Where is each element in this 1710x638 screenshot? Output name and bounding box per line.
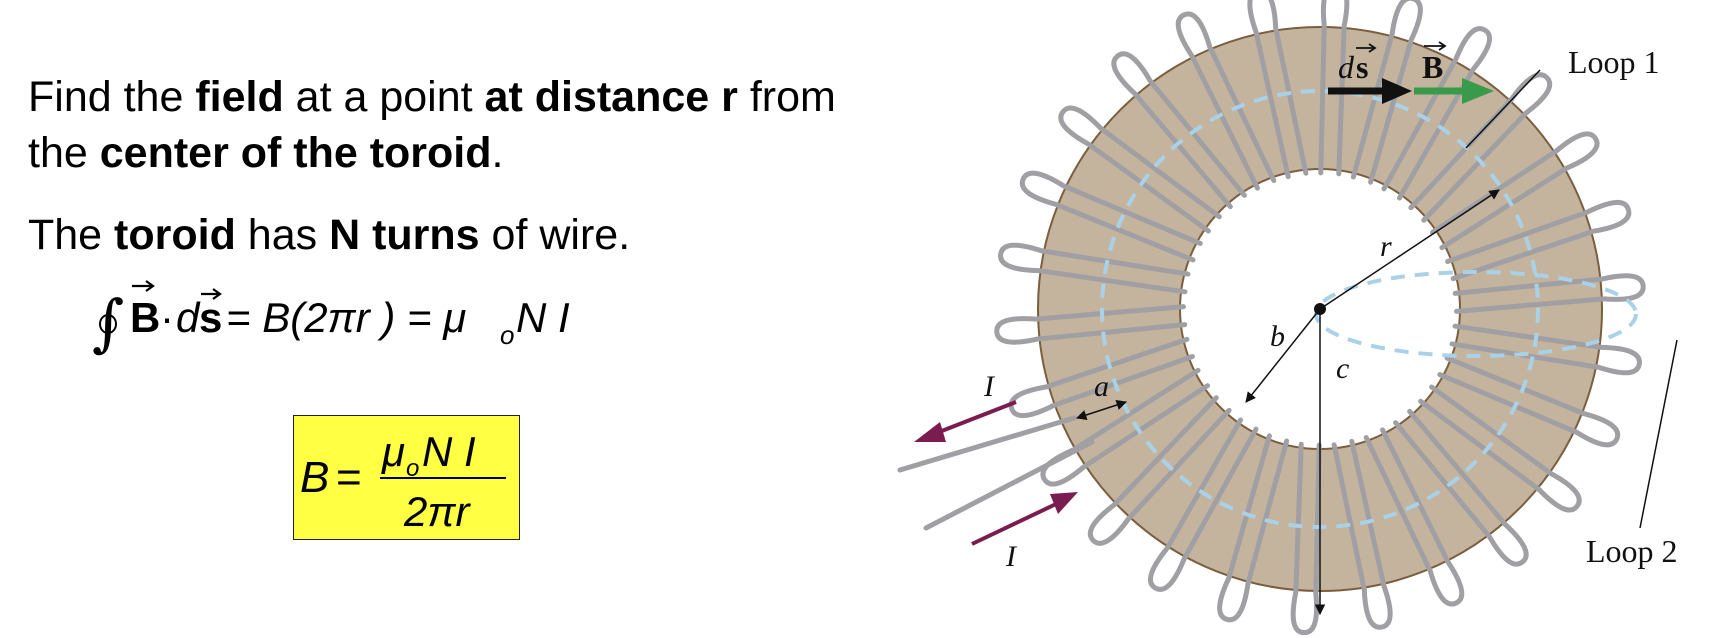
current-in-arrow (971, 502, 1057, 546)
B-arrowhead (1462, 78, 1494, 104)
width-a-line (1076, 399, 1127, 421)
wire-lead-out (897, 415, 1077, 473)
eq-rhs: N I (516, 294, 570, 341)
ds-label-s: s (1356, 49, 1368, 85)
eq-sub-o: o (500, 320, 514, 350)
wire-turn (1363, 427, 1465, 607)
problem-line-2: the center of the toroid. (28, 132, 503, 175)
text-l2c: . (491, 129, 504, 177)
eq-dot: · (160, 294, 174, 341)
radius-b-label: b (1270, 320, 1285, 353)
B-vector-arrow-icon (1424, 41, 1447, 51)
text-l1a: Find the (28, 73, 196, 121)
ans-mu: μ (381, 428, 405, 475)
wire-turn (1445, 199, 1632, 282)
eq-vector-s: s (199, 294, 222, 341)
wire-turn (1429, 131, 1600, 251)
wire-turn (1008, 336, 1195, 419)
current-in-label: I (1005, 540, 1018, 573)
ans-sub-o: o (406, 455, 419, 482)
wire-turn (1418, 384, 1582, 513)
ds-arrowhead (1382, 78, 1412, 104)
wire-turn (1019, 170, 1203, 263)
wire-turn (1111, 51, 1247, 210)
text-l2b: center of the toroid (99, 129, 492, 177)
text-l3b: toroid (114, 211, 236, 259)
loop2-label: Loop 2 (1586, 533, 1678, 569)
wire-lead-in (923, 439, 1095, 531)
loop1-leader (1465, 69, 1541, 149)
wire-turn (1318, 0, 1350, 177)
wire-turn (1087, 395, 1232, 546)
current-out-label: I (983, 370, 996, 403)
wire-turn (1452, 273, 1646, 314)
current-in-arrowhead (1050, 492, 1078, 514)
radius-b-line (1245, 308, 1321, 403)
wire-turn (1393, 408, 1529, 567)
text-l3c: has (235, 211, 330, 259)
text-l1b: field (195, 73, 284, 121)
ds-vector-arrow-icon (1356, 43, 1377, 53)
toroid-windings (994, 0, 1646, 636)
ans-den: 2πr (403, 488, 471, 535)
eq-middle: = B(2πr ) = μ (226, 294, 466, 341)
wire-turn (1147, 417, 1259, 592)
ans-NI: N I (422, 428, 476, 475)
loop1-label: Loop 1 (1568, 44, 1660, 80)
text-l3a: The (28, 211, 115, 259)
contour-circle-mark (99, 314, 117, 334)
wire-turn (1408, 72, 1553, 223)
radius-c-label: c (1336, 352, 1349, 385)
toroid-diagram: Loop 1 Loop 2 d s B r b c a I I (897, 0, 1678, 636)
wire-turn (994, 304, 1188, 345)
radius-r-label: r (1380, 230, 1392, 263)
wire-turn (1247, 0, 1309, 180)
answer-formula: B = μ o N I 2πr (300, 428, 506, 535)
wire-turn (998, 242, 1191, 295)
wire-turn (1331, 438, 1393, 630)
text-l2a: the (28, 129, 100, 177)
wire-turn (1058, 105, 1222, 234)
wire-turn (1217, 433, 1290, 623)
contour-integral-icon: ∫ (92, 286, 124, 359)
text-l1d: at distance r (484, 73, 738, 121)
width-a-label: a (1094, 370, 1109, 403)
radius-r-line (1319, 189, 1500, 310)
wire-turn (1449, 323, 1642, 376)
current-out-arrow (933, 400, 1017, 436)
wire-turn (1437, 355, 1621, 448)
wire-turn (1175, 11, 1277, 191)
text-l1e: from (737, 73, 836, 121)
amperes-law-equation: ∫ B · d s = B(2πr ) = μ o N I (92, 280, 570, 359)
ans-eq: = (336, 453, 362, 502)
answer-box: B = μ o N I 2πr (293, 415, 520, 540)
text-l1c: at a point (283, 73, 485, 121)
problem-line-1: Find the field at a point at distance r … (28, 76, 836, 119)
wire-turn (1381, 26, 1493, 201)
ds-label-d: d (1338, 49, 1355, 85)
text-l3d: N turns (329, 211, 480, 259)
current-out-arrowhead (914, 422, 946, 442)
text-l3e: of wire. (479, 211, 631, 259)
wire-turn (1350, 0, 1423, 185)
loop2-leader (1639, 339, 1678, 529)
ans-B: B (300, 453, 329, 502)
eq-s-arrow-icon (201, 288, 222, 300)
eq-vector-B: B (130, 294, 160, 341)
eq-d: d (176, 294, 201, 341)
B-label: B (1422, 49, 1443, 85)
eq-B-arrow-icon (132, 280, 155, 292)
problem-line-3: The toroid has N turns of wire. (28, 214, 630, 257)
